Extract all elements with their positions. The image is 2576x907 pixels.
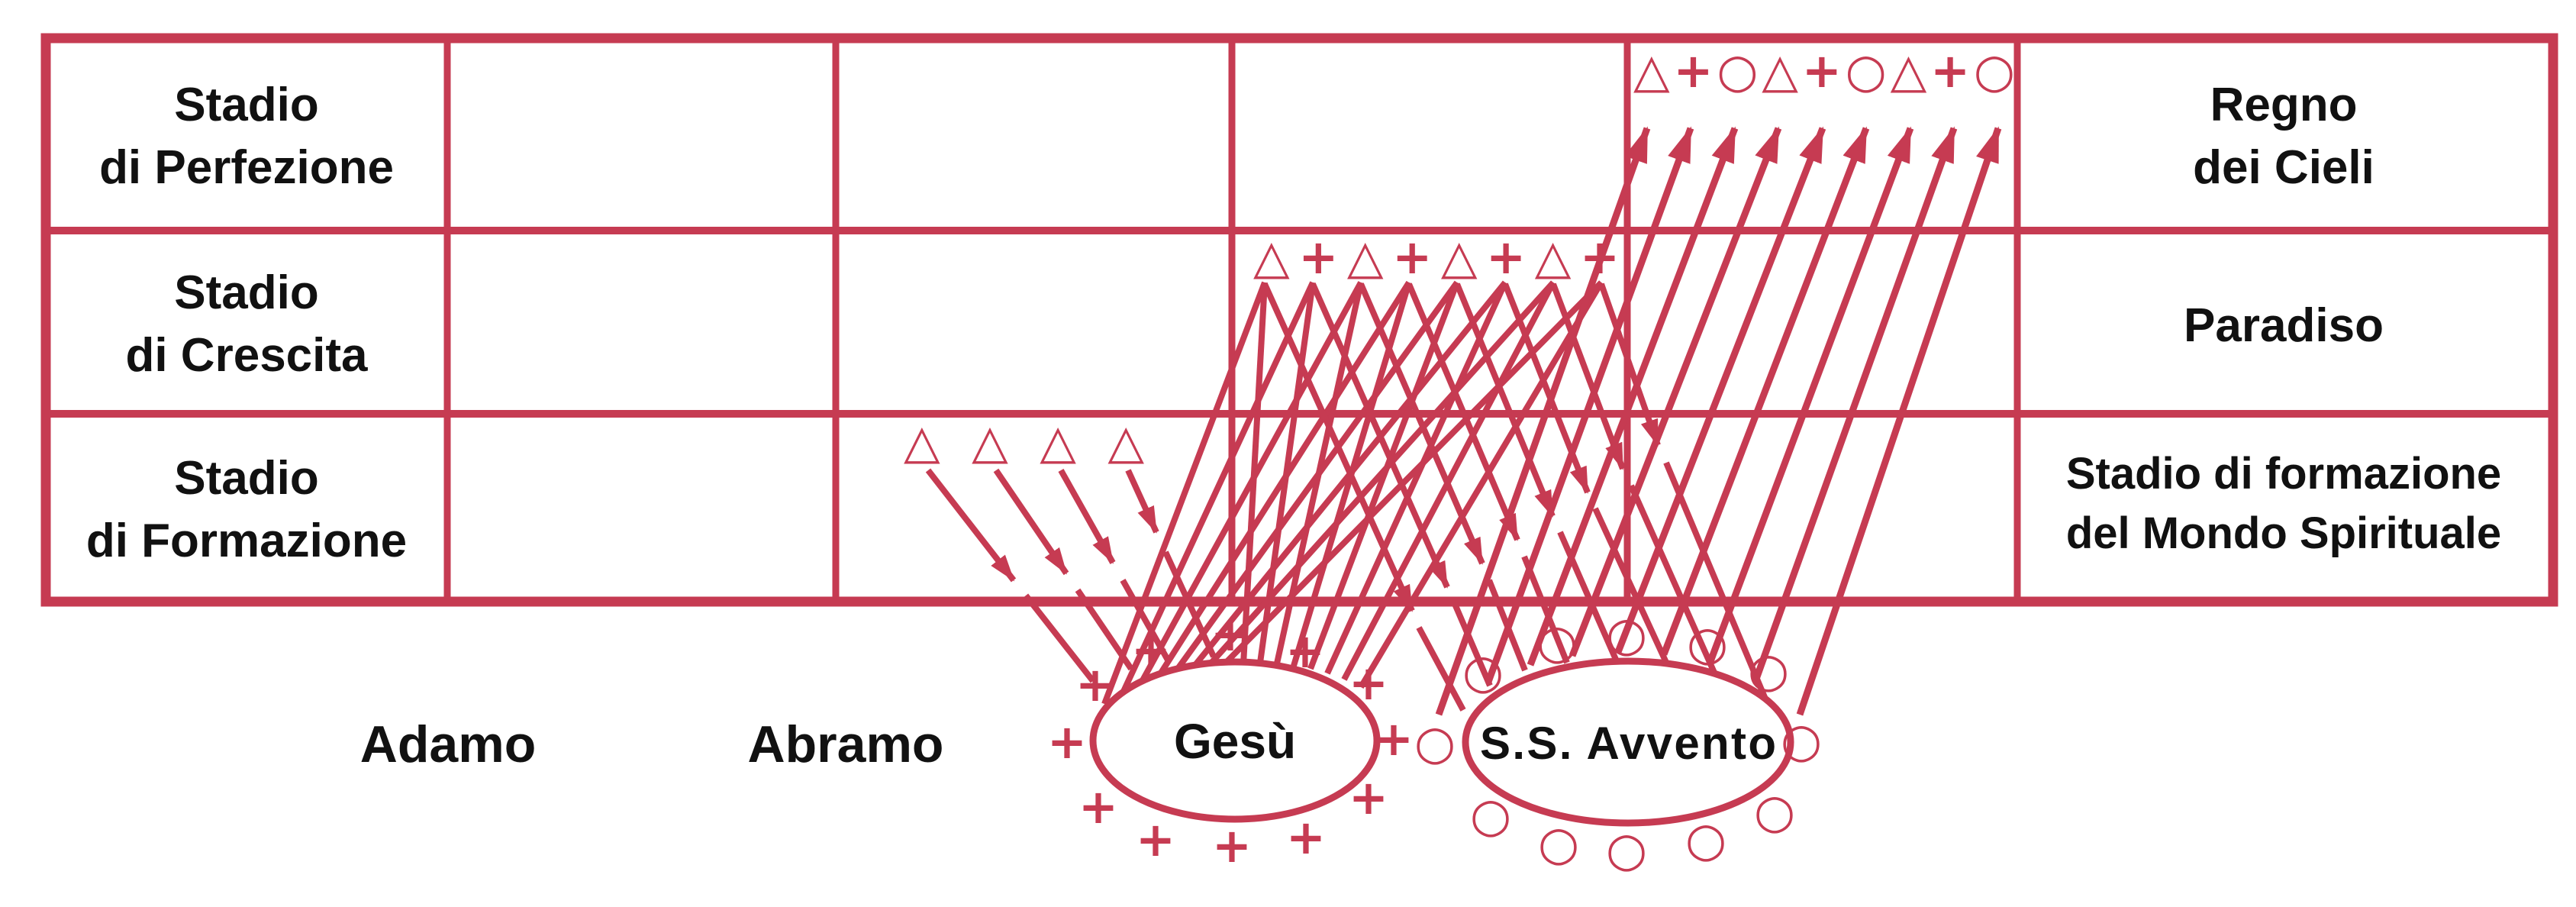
ascent-arrow [1435, 126, 1651, 716]
zigzag-leg [1220, 280, 1604, 669]
circle-mark-icon: ○ [1606, 821, 1647, 877]
circle-mark-icon: ○ [1687, 615, 1728, 671]
descent-arrow-shaft [1598, 282, 1661, 447]
plus-mark-icon: + [1131, 622, 1171, 678]
perfection-symbols-row: △+○△+○△+○ [1633, 43, 2015, 98]
table-outer-border [40, 33, 2558, 607]
circle-mark-icon: ○ [1414, 715, 1456, 770]
stage-row-labels: Stadio di Perfezione Stadio di Crescita … [86, 79, 407, 567]
descent-arrow-shaft [1358, 282, 1485, 565]
plus-mark-icon: + [1047, 714, 1087, 770]
advent-descent-arrows [1262, 282, 1772, 712]
descent-arrow-tail [1663, 461, 1772, 708]
plus-mark-icon: + [1211, 606, 1250, 662]
label-mondo-spirituale-line1: Stadio di formazione [2066, 449, 2501, 499]
spirit-world-labels: Regno dei Cieli Paradiso Stadio di forma… [2066, 79, 2501, 558]
plus-mark-icon: + [1285, 623, 1325, 679]
ascent-arrow [1614, 126, 1826, 654]
descent-arrow-shaft [1406, 282, 1520, 541]
descent-arrow-shaft [1310, 282, 1450, 589]
zigzag-leg [1358, 280, 1604, 689]
descent-arrow-shaft [1125, 469, 1159, 534]
descent-arrow-shaft [993, 468, 1069, 576]
ascent-arrow [1568, 126, 1782, 657]
descent-arrow-tail [1452, 602, 1493, 687]
plus-mark-icon: + [1212, 818, 1252, 873]
gesu-plus-marks: + + + + + + + + + + + + [1047, 606, 1414, 873]
timeline-label-abramo: Abramo [748, 715, 944, 773]
circle-mark-icon: ○ [1685, 812, 1726, 867]
descent-arrow-shaft [1058, 469, 1116, 564]
descent-arrow-shaft [1502, 282, 1591, 494]
row-label-crescita-line2: di Crescita [125, 329, 368, 382]
circle-mark-icon: ○ [1748, 642, 1789, 698]
descent-arrow-tail [1628, 484, 1720, 681]
timeline-label-gesu: Gesù [1174, 714, 1296, 769]
plus-mark-icon: + [1286, 809, 1326, 865]
row-label-formazione-line1: Stadio [174, 452, 318, 505]
label-regno-line2: dei Cieli [2193, 141, 2374, 194]
timeline-label-adamo: Adamo [360, 715, 536, 773]
zigzag-leg [1185, 280, 1508, 676]
ascent-arrow [1706, 126, 1914, 665]
timeline-labels: Adamo Abramo Gesù S.S. Avvento [360, 714, 1776, 773]
descent-arrow-shaft [1550, 282, 1626, 470]
gesu-ellipse [1089, 658, 1381, 823]
formation-symbols-row: △ △ △ △ [904, 414, 1144, 470]
circle-mark-icon: ○ [1781, 712, 1822, 768]
circle-mark-icon: ○ [1470, 787, 1511, 843]
zigzag-leg [1135, 281, 1364, 690]
descent-arrow-tail [1162, 550, 1217, 658]
timeline-label-avvento: S.S. Avvento [1480, 718, 1776, 769]
ascent-arrow [1660, 126, 1870, 656]
growth-symbols-row: △+△+△+△+ [1253, 229, 1620, 285]
descent-arrow-shaft [1454, 282, 1556, 518]
zigzag-leg [1324, 281, 1508, 675]
plus-mark-icon: + [1374, 711, 1414, 767]
zigzag-leg [1169, 280, 1460, 679]
row-label-perfezione-line1: Stadio [174, 79, 318, 131]
kingdom-ascent-arrows [1435, 126, 2002, 716]
ascent-arrow [1752, 126, 1958, 683]
zigzag-leg [1203, 280, 1556, 672]
descent-arrow-tail [1521, 555, 1570, 664]
plus-mark-icon: + [1136, 812, 1175, 867]
descent-arrow-tail [1120, 579, 1172, 664]
circle-mark-icon: ○ [1462, 644, 1504, 699]
circle-mark-icon: ○ [1536, 614, 1578, 670]
zigzag-leg [1118, 281, 1316, 698]
circle-mark-icon: ○ [1754, 783, 1795, 839]
row-label-perfezione-line2: di Perfezione [99, 141, 394, 194]
label-paradiso: Paradiso [2184, 299, 2384, 352]
descent-arrow-tail [1023, 593, 1096, 683]
avvento-circle-marks: ○ ○ ○ ○ ○ ○ ○ ○ ○ ○ ○ ○ [1414, 606, 1822, 877]
ascent-arrow [1796, 126, 2002, 716]
plus-mark-icon: + [1349, 770, 1388, 825]
circle-mark-icon: ○ [1606, 606, 1647, 662]
descent-arrow-shaft [1262, 282, 1415, 612]
descent-arrow-shaft [925, 468, 1017, 583]
plus-mark-icon: + [1075, 657, 1115, 712]
zigzag-leg [1101, 281, 1268, 705]
descent-arrow-tail [1075, 588, 1134, 671]
label-mondo-spirituale-line2: del Mondo Spirituale [2066, 508, 2501, 558]
label-regno-line1: Regno [2210, 79, 2358, 131]
ascent-arrow [1485, 126, 1694, 683]
plus-mark-icon: + [1078, 779, 1118, 834]
formation-descent-arrows [925, 468, 1217, 683]
plus-mark-icon: + [1349, 655, 1388, 711]
row-label-formazione-line2: di Formazione [86, 515, 407, 567]
circle-mark-icon: ○ [1538, 815, 1579, 871]
descent-arrow-tail [1592, 507, 1671, 667]
row-label-crescita-line1: Stadio [174, 266, 318, 319]
avvento-ellipse [1462, 657, 1794, 827]
descent-arrow-tail [1416, 626, 1466, 712]
ascent-arrow [1527, 126, 1739, 667]
